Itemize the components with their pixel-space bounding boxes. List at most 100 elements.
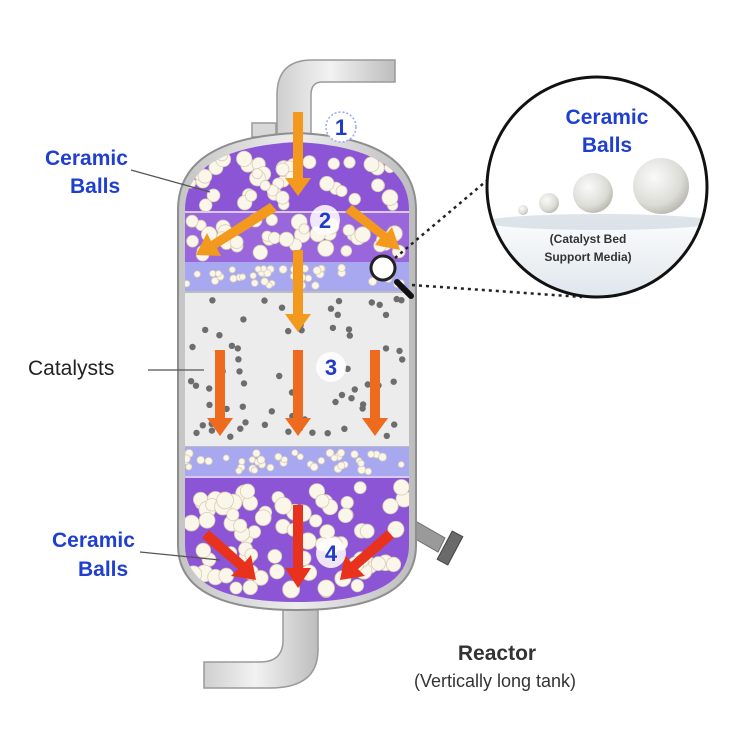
catalyst-particle (325, 430, 331, 436)
ceramic-ball (341, 246, 352, 257)
inset-title-line: Balls (582, 134, 632, 157)
ceramic-ball (240, 484, 254, 498)
ceramic-ball (358, 466, 366, 474)
ceramic-ball (344, 157, 355, 168)
catalyst-particle (262, 422, 268, 428)
ceramic-ball (253, 450, 260, 457)
ceramic-ball (251, 467, 257, 473)
catalyst-particle (335, 312, 341, 318)
ceramic-ball (305, 275, 312, 282)
ceramic-ball (336, 186, 347, 197)
catalyst-particle (240, 404, 246, 410)
ceramic-ball (343, 225, 354, 236)
inset-caption-line: (Catalyst Bed (550, 232, 627, 246)
ceramic-ball (227, 509, 239, 521)
catalyst-particle (236, 368, 242, 374)
ceramic-ball (194, 271, 200, 277)
label-line: Ceramic (45, 147, 128, 170)
ceramic-ball (255, 266, 261, 272)
catalyst-particle (384, 433, 390, 439)
ceramic-ball (310, 463, 318, 471)
catalyst-particle (193, 383, 199, 389)
catalyst-particle (242, 419, 248, 425)
ceramic-ball (248, 526, 261, 539)
catalyst-particle (189, 344, 195, 350)
catalyst-particle (399, 356, 405, 362)
ceramic-ball (281, 457, 287, 463)
catalyst-particle (341, 426, 347, 432)
ceramic-ball (337, 449, 344, 456)
ceramic-ball (275, 497, 292, 514)
catalyst-particle (383, 312, 389, 318)
ceramic-ball (354, 482, 366, 494)
ceramic-ball (279, 232, 293, 246)
ceramic-ball (187, 235, 199, 247)
ceramic-ball (351, 579, 363, 591)
ceramic-ball (234, 519, 247, 532)
catalyst-particle (339, 392, 345, 398)
catalyst-particle (276, 373, 282, 379)
ceramic-ball (253, 245, 267, 259)
ceramic-ball (310, 515, 322, 527)
catalyst-particle (237, 426, 243, 432)
catalyst-particle (241, 380, 247, 386)
inset-title-line: Ceramic (566, 106, 649, 129)
catalyst-particle (398, 297, 404, 303)
ceramic-ball (312, 282, 319, 289)
catalyst-particle (279, 305, 285, 311)
zone-number: 2 (319, 208, 331, 233)
catalyst-particle (328, 306, 334, 312)
ceramic-ball (331, 455, 337, 461)
ceramic-ball (245, 190, 256, 201)
ceramic-ball (267, 464, 274, 471)
ceramic-ball (230, 275, 237, 282)
catalyst-particle (229, 343, 235, 349)
ceramic-ball (318, 240, 334, 256)
ceramic-ball (338, 462, 345, 469)
ceramic-ball (358, 460, 364, 466)
ceramic-ball (318, 457, 325, 464)
catalyst-particle (206, 402, 212, 408)
ceramic-ball (217, 492, 234, 509)
ceramic-ball (386, 557, 400, 571)
ceramic-ball (372, 179, 385, 192)
ceramic-ball (255, 510, 271, 526)
ceramic-ball (186, 464, 192, 470)
ceramic-ball (223, 455, 229, 461)
ceramic-ball (299, 224, 309, 234)
ceramic-ball (349, 193, 361, 205)
catalyst-particle (332, 399, 338, 405)
catalyst-particle (193, 430, 199, 436)
inset-caption-line: Support Media) (544, 250, 631, 264)
ceramic-ball (316, 494, 329, 507)
catalyst-particle (202, 327, 208, 333)
ceramic-ball (275, 453, 282, 460)
catalyst-particle (200, 422, 206, 428)
inset-ceramic-balls: Ceramic Balls (Catalyst Bed Support Medi… (485, 77, 715, 297)
ceramic-ball (371, 557, 385, 571)
catalyst-particle (330, 325, 336, 331)
ceramic-ball (279, 266, 287, 274)
catalyst-particle (240, 316, 246, 322)
ceramic-ball (297, 454, 303, 460)
catalyst-particle (309, 430, 315, 436)
label-line: Ceramic (52, 529, 135, 552)
ceramic-ball (303, 156, 316, 169)
catalyst-particle (352, 386, 358, 392)
ceramic-ball (382, 190, 398, 206)
ceramic-ball (186, 215, 198, 227)
ceramic-ball (379, 453, 387, 461)
ceramic-ball (394, 480, 410, 496)
ceramic-ball (257, 456, 265, 464)
catalyst-particle (360, 401, 366, 407)
ceramic-ball (328, 158, 339, 169)
ceramic-ball (230, 582, 242, 594)
catalyst-particle (269, 408, 275, 414)
reactor-title: Reactor (458, 642, 536, 665)
catalyst-particle (188, 378, 194, 384)
zone-number: 4 (325, 541, 338, 566)
catalyst-particle (285, 429, 291, 435)
catalyst-particle (336, 298, 342, 304)
catalyst-particle (206, 385, 212, 391)
